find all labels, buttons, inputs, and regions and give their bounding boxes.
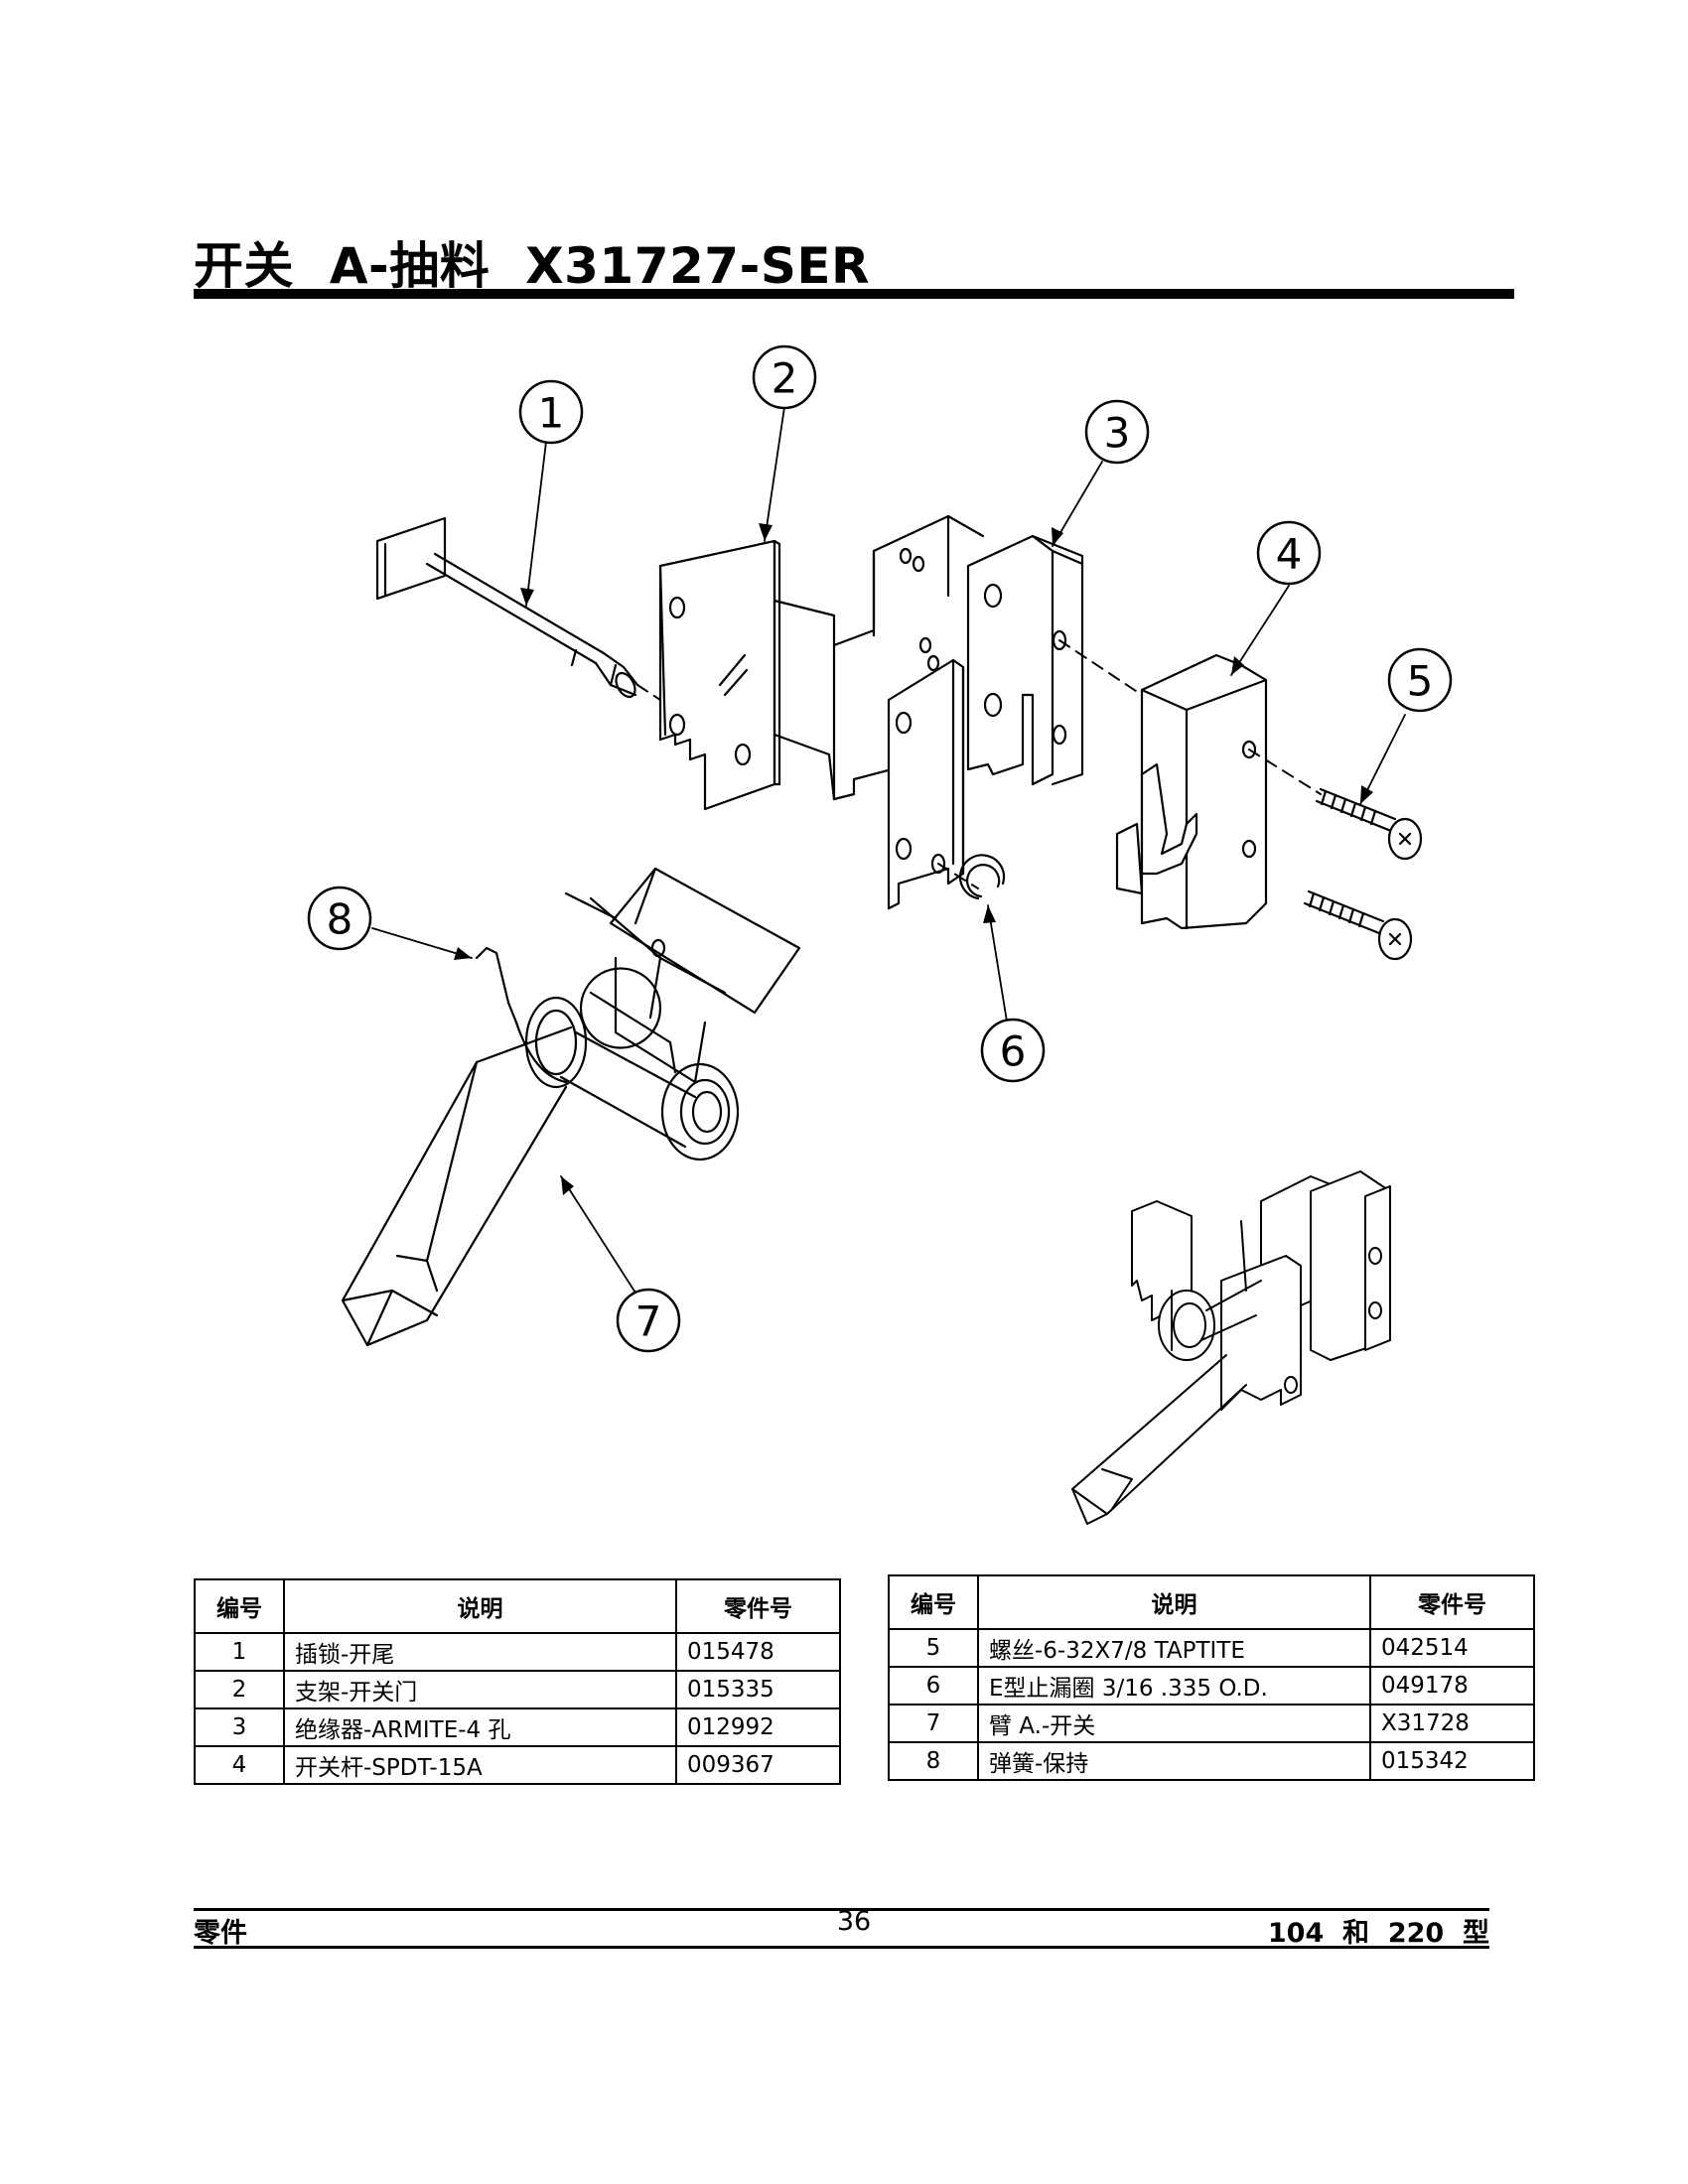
cell-part-number: X31728 bbox=[1369, 1704, 1535, 1743]
part-4-microswitch bbox=[1115, 653, 1268, 930]
page-title: 开关 A-抽料 X31727-SER bbox=[194, 237, 870, 295]
callout-8: 8 bbox=[307, 886, 372, 951]
cell-part-number: 012992 bbox=[675, 1707, 841, 1747]
table-row: 4 开关杆-SPDT-15A 009367 bbox=[194, 1745, 841, 1785]
title-rule bbox=[194, 289, 1514, 299]
part-3-insulator bbox=[773, 514, 1084, 910]
column-header-description: 说明 bbox=[283, 1578, 677, 1634]
callout-6-label: 6 bbox=[1000, 1027, 1027, 1076]
callout-2: 2 bbox=[752, 344, 817, 410]
footer-rule-top bbox=[194, 1908, 1489, 1911]
table-row: 7 臂 A.-开关 X31728 bbox=[888, 1704, 1535, 1743]
table-row: 6 E型止漏圈 3/16 .335 O.D. 049178 bbox=[888, 1666, 1535, 1706]
cell-part-number: 049178 bbox=[1369, 1666, 1535, 1706]
cell-description: 支架-开关门 bbox=[283, 1670, 677, 1709]
alignment-lines bbox=[636, 639, 1322, 889]
table-row: 8 弹簧-保持 015342 bbox=[888, 1741, 1535, 1781]
callout-8-label: 8 bbox=[327, 895, 353, 944]
callout-3: 3 bbox=[1084, 399, 1150, 465]
cell-item-no: 2 bbox=[194, 1670, 285, 1709]
cell-item-no: 7 bbox=[888, 1704, 979, 1743]
table-header-row: 编号 说明 零件号 bbox=[194, 1578, 841, 1634]
cell-part-number: 015342 bbox=[1369, 1741, 1535, 1781]
part-5-screws bbox=[1303, 787, 1423, 961]
cell-part-number: 009367 bbox=[675, 1745, 841, 1785]
exploded-parts-diagram: 1 2 3 4 5 6 7 8 bbox=[307, 344, 1453, 1525]
cell-part-number: 015335 bbox=[675, 1670, 841, 1709]
cell-description: 绝缘器-ARMITE-4 孔 bbox=[283, 1707, 677, 1747]
cell-item-no: 6 bbox=[888, 1666, 979, 1706]
callout-6: 6 bbox=[980, 1018, 1046, 1083]
footer-rule-bottom bbox=[194, 1946, 1489, 1949]
callout-5-label: 5 bbox=[1407, 657, 1434, 706]
column-header-no: 编号 bbox=[888, 1574, 979, 1630]
column-header-part-number: 零件号 bbox=[1369, 1574, 1535, 1630]
cell-description: 插锁-开尾 bbox=[283, 1632, 677, 1672]
table-row: 5 螺丝-6-32X7/8 TAPTITE 042514 bbox=[888, 1628, 1535, 1668]
callout-2-label: 2 bbox=[772, 354, 798, 403]
callout-4-label: 4 bbox=[1276, 530, 1303, 579]
part-7-switch-arm bbox=[341, 867, 801, 1347]
column-header-description: 说明 bbox=[977, 1574, 1371, 1630]
cell-description: 螺丝-6-32X7/8 TAPTITE bbox=[977, 1628, 1371, 1668]
cell-item-no: 1 bbox=[194, 1632, 285, 1672]
cell-item-no: 3 bbox=[194, 1707, 285, 1747]
callouts: 1 2 3 4 5 6 7 8 bbox=[307, 344, 1453, 1353]
leader-arrowheads bbox=[454, 523, 1373, 1195]
cell-description: 开关杆-SPDT-15A bbox=[283, 1745, 677, 1785]
callout-4: 4 bbox=[1256, 520, 1322, 586]
parts-table-right: 编号 说明 零件号 5 螺丝-6-32X7/8 TAPTITE 042514 6… bbox=[888, 1574, 1535, 1781]
callout-5: 5 bbox=[1387, 647, 1453, 713]
cell-description: 弹簧-保持 bbox=[977, 1741, 1371, 1781]
part-6-e-ring bbox=[958, 854, 1006, 900]
callout-7-label: 7 bbox=[635, 1297, 662, 1346]
callout-3-label: 3 bbox=[1104, 409, 1131, 458]
callout-1-label: 1 bbox=[538, 389, 565, 438]
cell-item-no: 5 bbox=[888, 1628, 979, 1668]
assembled-view bbox=[1071, 1170, 1391, 1525]
footer-model-label: 104 和 220 型 bbox=[1267, 1918, 1489, 1949]
page-number: 36 bbox=[836, 1906, 872, 1937]
table-row: 3 绝缘器-ARMITE-4 孔 012992 bbox=[194, 1707, 841, 1747]
cell-description: E型止漏圈 3/16 .335 O.D. bbox=[977, 1666, 1371, 1706]
parts-table-left: 编号 说明 零件号 1 插锁-开尾 015478 2 支架-开关门 015335… bbox=[194, 1578, 841, 1785]
callout-1: 1 bbox=[518, 379, 584, 445]
table-row: 2 支架-开关门 015335 bbox=[194, 1670, 841, 1709]
part-2-bracket bbox=[658, 539, 781, 811]
column-header-no: 编号 bbox=[194, 1578, 285, 1634]
table-header-row: 编号 说明 零件号 bbox=[888, 1574, 1535, 1630]
cell-description: 臂 A.-开关 bbox=[977, 1704, 1371, 1743]
cell-part-number: 015478 bbox=[675, 1632, 841, 1672]
column-header-part-number: 零件号 bbox=[675, 1578, 841, 1634]
footer-section-label: 零件 bbox=[194, 1918, 247, 1949]
part-1-latch-pin bbox=[375, 516, 639, 699]
part-8-retaining-spring bbox=[475, 946, 568, 1084]
callout-7: 7 bbox=[616, 1288, 681, 1353]
cell-part-number: 042514 bbox=[1369, 1628, 1535, 1668]
cell-item-no: 4 bbox=[194, 1745, 285, 1785]
cell-item-no: 8 bbox=[888, 1741, 979, 1781]
table-row: 1 插锁-开尾 015478 bbox=[194, 1632, 841, 1672]
